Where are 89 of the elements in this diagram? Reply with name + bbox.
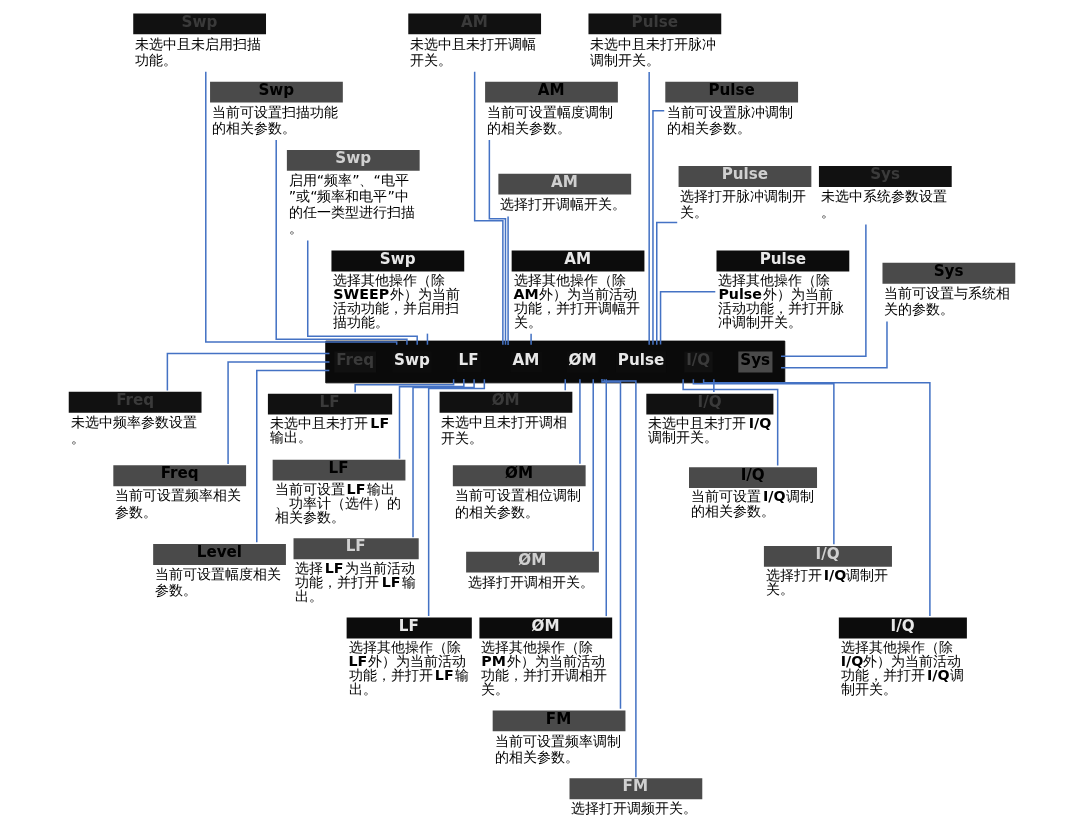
node-label: 选择打开I/Q调制开关。 <box>765 567 889 598</box>
node-text: AM <box>512 350 540 369</box>
node-label: 未选中且未打开脉冲调制开关。 <box>590 35 717 68</box>
node-box: ØM <box>466 551 599 573</box>
node-box: FM <box>569 778 703 800</box>
connector <box>659 291 717 346</box>
node-box: LF <box>272 459 406 481</box>
node-label: 当前可设置相位调制的相关参数。 <box>454 487 581 520</box>
connector <box>227 361 331 465</box>
node-label: 未选中且未打开调幅开关。 <box>410 35 537 68</box>
node-label: 当前可设置幅度相关参数。 <box>155 566 282 599</box>
connector <box>354 378 455 394</box>
node-label: 选择打开调幅开关。 <box>500 195 627 212</box>
node-label: 选择其他操作（除I/Q外）为当前活动功能，并打开I/Q调制开关。 <box>840 638 964 698</box>
node-box: I/Q <box>689 467 818 489</box>
connector <box>530 332 532 346</box>
node-box: I/Q <box>763 545 892 567</box>
node-label: 启用“频率”、“电平”或“频率和电平”中的任一类型进行扫描。 <box>288 172 415 237</box>
node-label: 未选中频率参数设置。 <box>70 413 197 447</box>
node-label: 当前可设置扫描功能的相关参数。 <box>211 103 338 136</box>
node-box: Swp <box>210 81 343 103</box>
connector <box>713 378 715 393</box>
connector <box>656 221 678 346</box>
cluster <box>325 340 786 384</box>
node-box: I/Q <box>838 617 967 639</box>
node-label: 选择其他操作（除Pulse外）为当前活动功能，并打开脉冲调制开关。 <box>718 271 845 331</box>
node-label: 未选中系统参数设置。 <box>820 188 947 221</box>
node-label: 未选中且未启用扫描功能。 <box>135 35 262 68</box>
connector <box>780 223 867 358</box>
connector <box>507 215 509 346</box>
connector <box>427 378 486 617</box>
node-text: Pulse <box>617 350 665 369</box>
connector <box>592 378 594 552</box>
node-box: AM <box>498 173 632 195</box>
node-label: 选择其他操作（除PM外）为当前活动功能，并打开调相开关。 <box>481 638 608 698</box>
connector <box>564 378 566 391</box>
node-box: ØM <box>452 465 586 487</box>
node-box: AM <box>511 250 645 272</box>
connector <box>205 71 398 346</box>
node-box: AM <box>485 81 618 103</box>
node-label: 选择打开脉冲调制开关。 <box>680 188 807 221</box>
node-box: LF <box>346 617 472 639</box>
connector <box>166 352 331 392</box>
node-box: LF <box>293 538 419 560</box>
connector <box>601 378 622 710</box>
connector <box>579 378 581 465</box>
connector <box>275 139 408 346</box>
node-text: ØM <box>568 350 597 369</box>
connector <box>307 239 418 346</box>
node-box: Level <box>153 544 286 565</box>
node-box: Swp <box>331 250 465 272</box>
node-label: 当前可设置I/Q调制的相关参数。 <box>690 488 814 519</box>
connector <box>488 139 507 346</box>
connector <box>603 378 637 779</box>
node-label: 当前可设置频率相关参数。 <box>115 487 242 520</box>
node-text: LF <box>458 350 479 369</box>
connector <box>473 71 504 346</box>
node-label: 选择其他操作（除SWEEP外）为当前活动功能，并启用扫描功能。 <box>333 271 461 331</box>
node-text: Swp <box>394 350 430 369</box>
node-label: 当前可设置脉冲调制的相关参数。 <box>667 103 794 136</box>
node-box: Sys <box>882 262 1016 284</box>
node-label: 未选中且未打开调相开关。 <box>441 413 568 447</box>
node-box: Pulse <box>678 166 812 187</box>
node-label: 选择其他操作（除LF外）为当前活动功能，并打开LF输出。 <box>348 638 469 698</box>
connector <box>256 369 331 544</box>
connector <box>780 320 888 369</box>
node-label: 选择打开调频开关。 <box>571 800 698 817</box>
node-box: Pulse <box>665 81 799 103</box>
connector <box>398 378 465 460</box>
connector <box>412 378 475 539</box>
node-label: 当前可设置LF输出、功率计（选件）的相关参数。 <box>274 480 401 526</box>
node-label: 当前可设置与系统相关的参数。 <box>884 284 1011 318</box>
connector <box>652 109 665 346</box>
node-box: Freq <box>113 465 247 487</box>
connector <box>702 378 931 617</box>
connector <box>692 378 835 545</box>
node-box: Swp <box>286 150 420 171</box>
connector <box>648 71 650 346</box>
node-label: 选择其他操作（除AM外）为当前活动功能，并打开调幅开关。 <box>513 271 640 331</box>
node-label: 未选中且未打开LF输出。 <box>269 414 390 446</box>
connector <box>605 378 607 617</box>
node-label: 当前可设置频率调制的相关参数。 <box>494 732 621 765</box>
connector <box>682 378 779 467</box>
node-label: 当前可设置幅度调制的相关参数。 <box>486 103 613 136</box>
node-label: 选择打开调相开关。 <box>468 573 595 590</box>
node-box: ØM <box>479 617 613 639</box>
node-box: Pulse <box>716 250 850 272</box>
node-box: Sys <box>738 351 773 373</box>
node-box: FM <box>492 710 626 732</box>
